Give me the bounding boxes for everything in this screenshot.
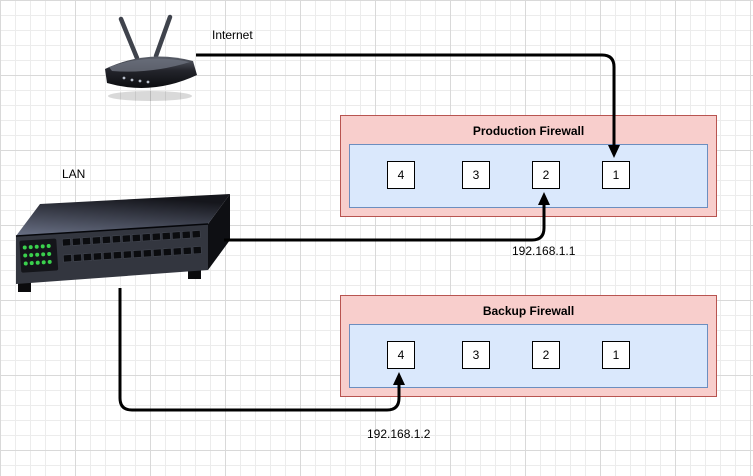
internet-label[interactable]: Internet	[212, 28, 253, 42]
router-body	[105, 56, 197, 101]
production-firewall-port-4[interactable]: 4	[387, 161, 415, 189]
backup-firewall-port-3[interactable]: 3	[462, 341, 490, 369]
backup-firewall-port-panel[interactable]: 4 3 2 1	[349, 324, 708, 388]
backup-firewall-title: Backup Firewall	[482, 304, 575, 318]
production-firewall[interactable]: Production Firewall 4 3 2 1	[340, 115, 717, 217]
production-firewall-port-3[interactable]: 3	[462, 161, 490, 189]
backup-firewall[interactable]: Backup Firewall 4 3 2 1	[340, 295, 717, 397]
production-ip-label[interactable]: 192.168.1.1	[512, 244, 576, 258]
production-firewall-title: Production Firewall	[472, 124, 585, 138]
switch-led-lights	[22, 243, 52, 266]
backup-ip-label[interactable]: 192.168.1.2	[367, 427, 431, 441]
backup-firewall-port-4[interactable]: 4	[387, 341, 415, 369]
switch-body	[15, 194, 230, 292]
router-antenna-icon	[118, 14, 173, 61]
production-firewall-port-2[interactable]: 2	[532, 161, 560, 189]
network-switch-image[interactable]	[10, 182, 232, 296]
backup-firewall-port-1[interactable]: 1	[602, 341, 630, 369]
backup-firewall-port-2[interactable]: 2	[532, 341, 560, 369]
wireless-router-image[interactable]	[100, 12, 200, 104]
lan-label[interactable]: LAN	[62, 167, 86, 181]
production-firewall-port-1[interactable]: 1	[602, 161, 630, 189]
switch-ports	[61, 230, 202, 263]
production-firewall-port-panel[interactable]: 4 3 2 1	[349, 144, 708, 208]
